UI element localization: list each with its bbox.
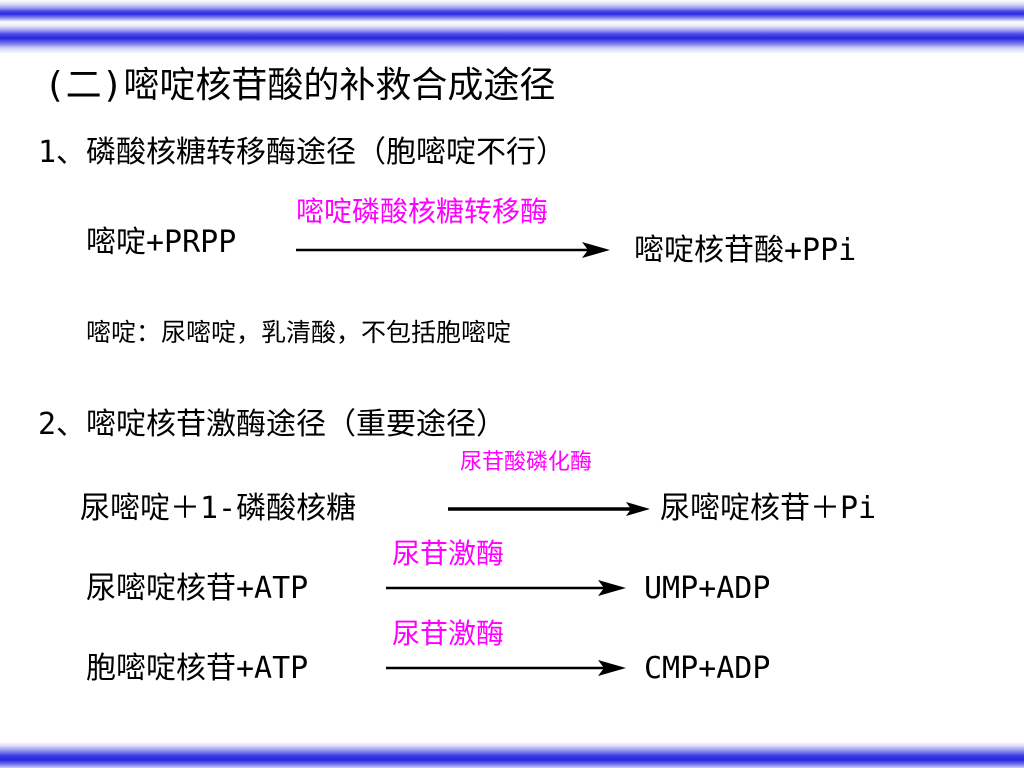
reaction2-reactants: 尿嘧啶＋1-磷酸核糖 xyxy=(80,491,357,526)
reaction2-products: 尿嘧啶核苷＋Pi xyxy=(660,491,877,526)
top-decorative-band xyxy=(0,0,1024,62)
reaction4-reactants: 胞嘧啶核苷+ATP xyxy=(86,651,309,686)
reaction2-enzyme: 尿苷酸磷化酶 xyxy=(460,450,593,475)
reaction4-products: CMP+ADP xyxy=(644,651,771,686)
section1-heading: 1、磷酸核糖转移酶途径（胞嘧啶不行） xyxy=(38,135,567,170)
bottom-decorative-band xyxy=(0,742,1024,768)
reaction1-products: 嘧啶核苷酸+PPi xyxy=(634,233,857,268)
reaction3-products: UMP+ADP xyxy=(644,571,771,606)
reaction4-arrow xyxy=(386,660,626,676)
reaction1-reactants: 嘧啶+PRPP xyxy=(86,225,237,260)
reaction3-arrow xyxy=(386,580,626,596)
reaction1-arrow xyxy=(296,242,610,258)
section2-heading: 2、嘧啶核苷激酶途径（重要途径） xyxy=(38,407,507,442)
reaction3-enzyme: 尿苷激酶 xyxy=(392,537,505,570)
slide-title: (二)嘧啶核苷酸的补救合成途径 xyxy=(44,65,556,106)
reaction3-reactants: 尿嘧啶核苷+ATP xyxy=(86,571,309,606)
reaction1-enzyme: 嘧啶磷酸核糖转移酶 xyxy=(296,195,549,228)
reaction2-arrow xyxy=(448,502,650,516)
section1-note: 嘧啶：尿嘧啶，乳清酸，不包括胞嘧啶 xyxy=(86,318,512,347)
reaction4-enzyme: 尿苷激酶 xyxy=(392,617,505,650)
